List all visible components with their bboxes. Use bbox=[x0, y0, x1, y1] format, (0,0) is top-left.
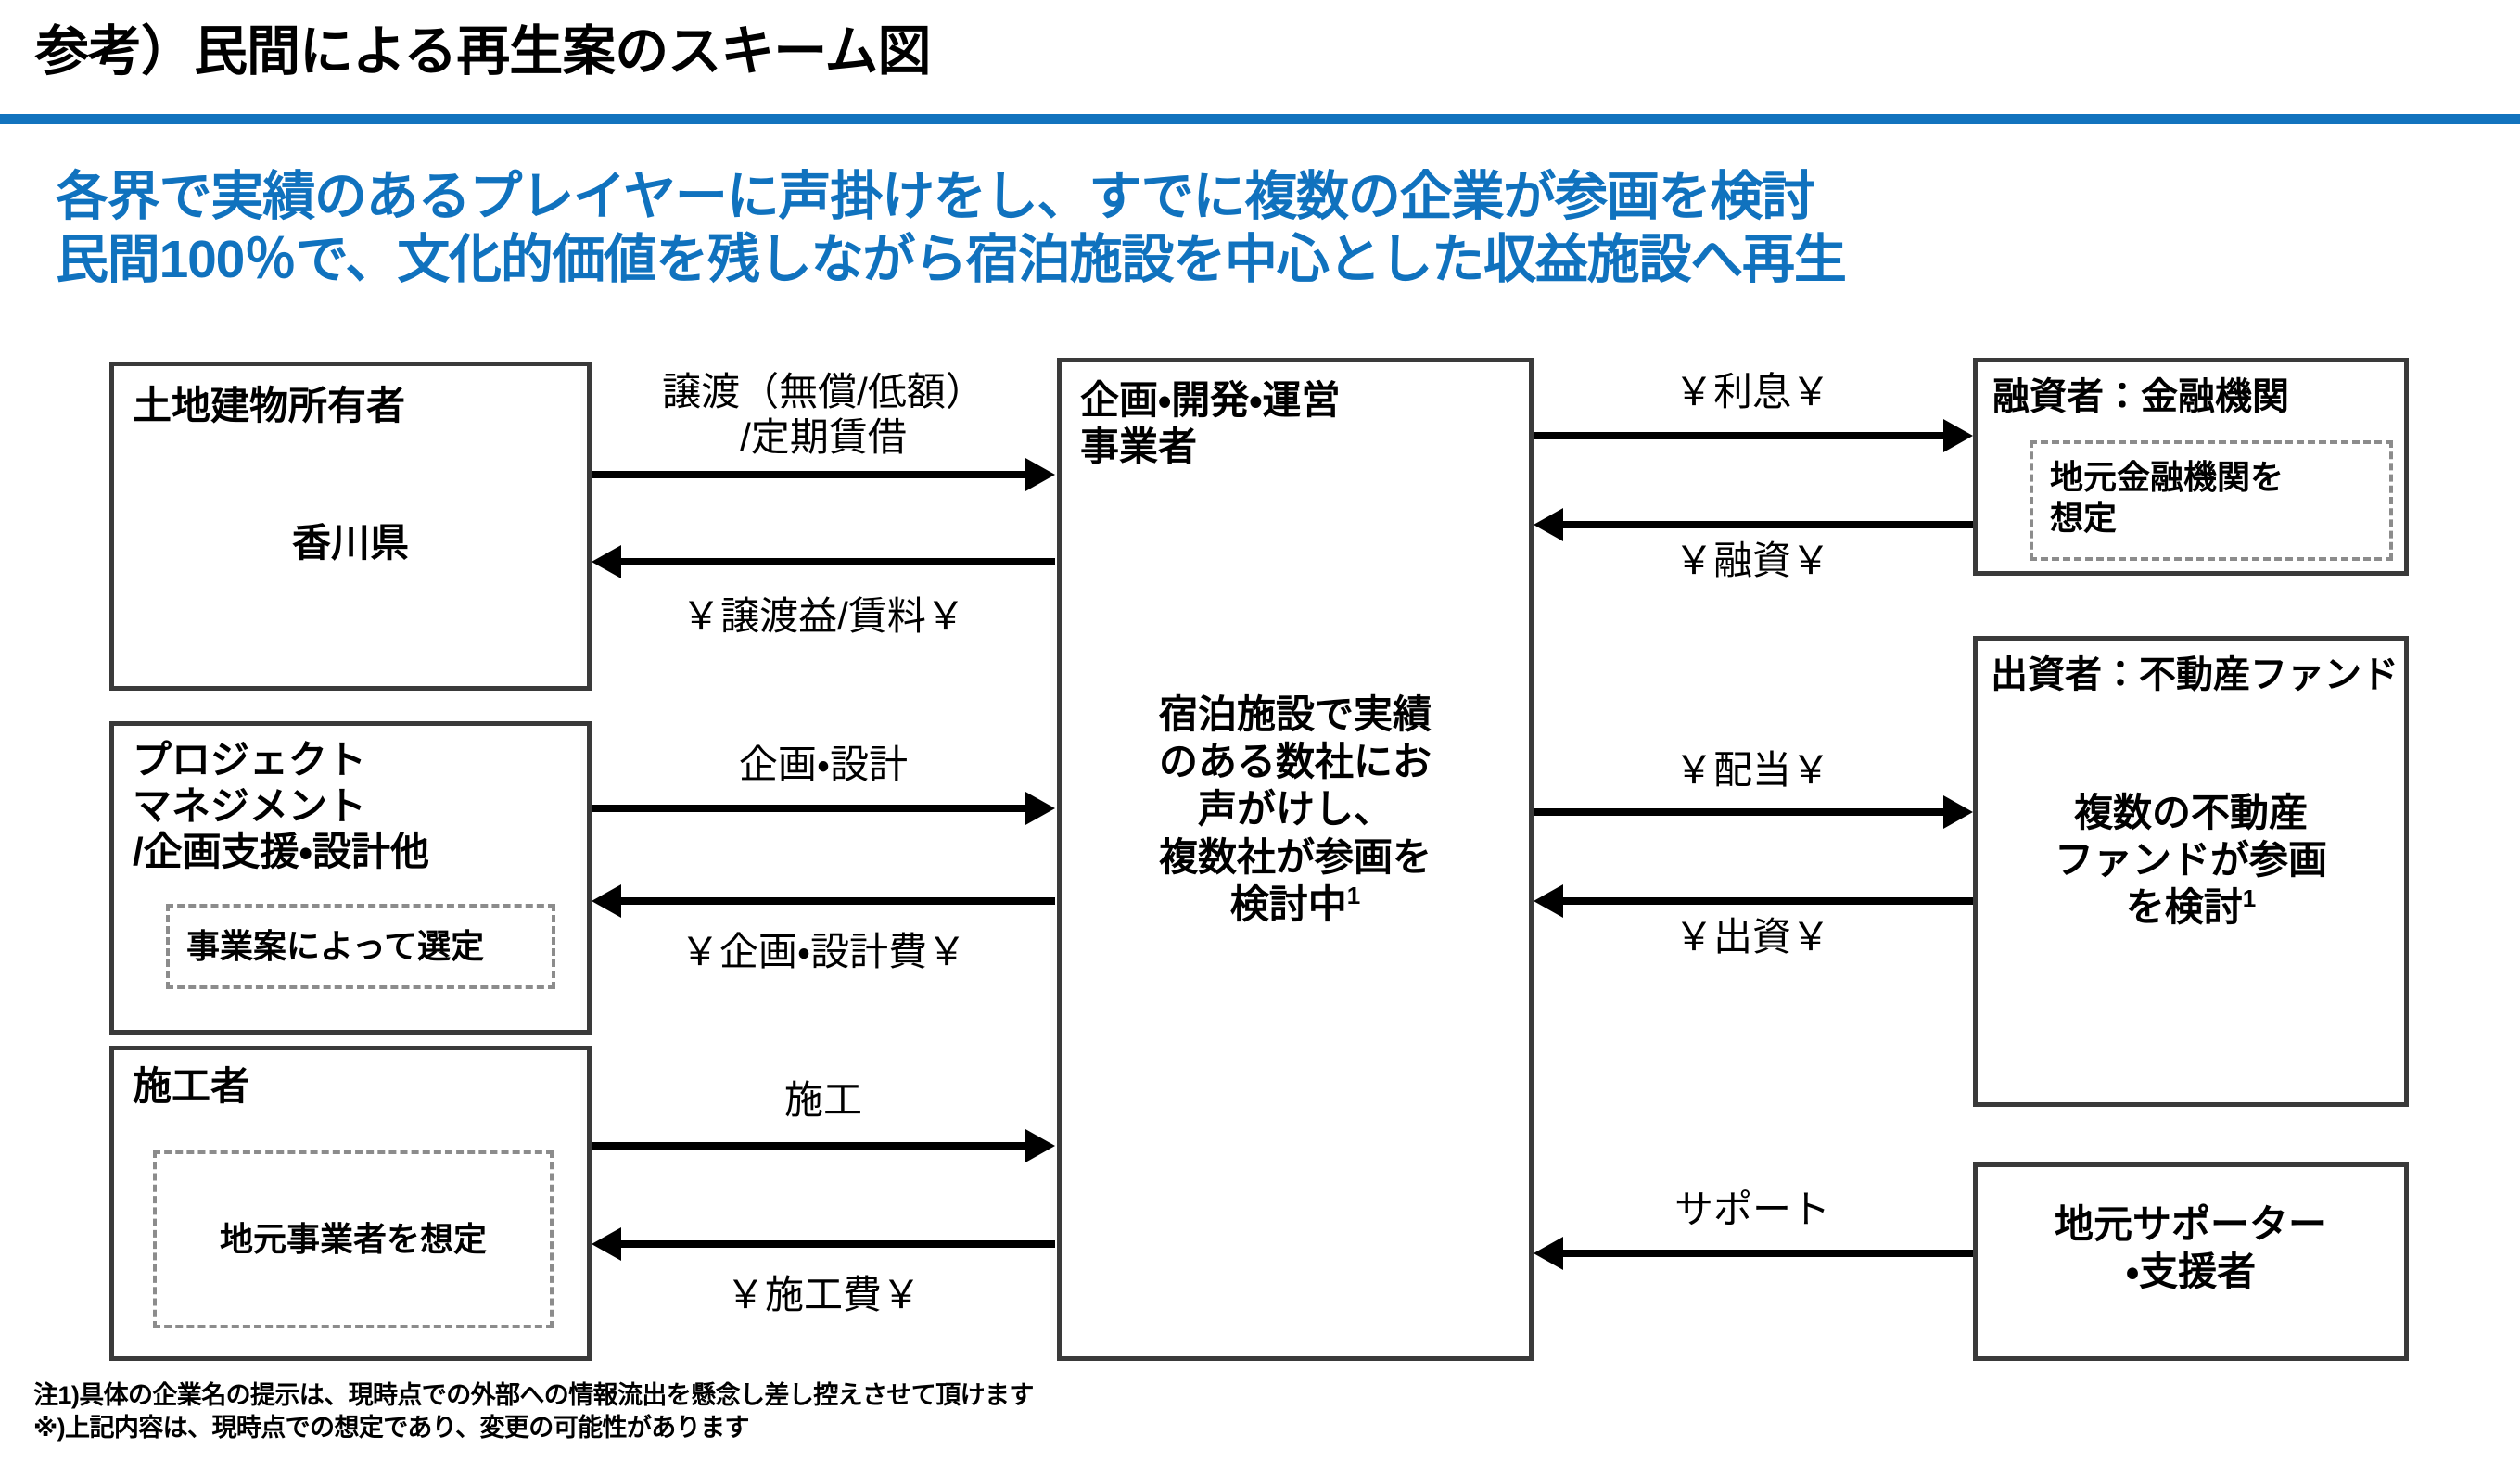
arrow-loan bbox=[1534, 508, 1973, 541]
arrow-design-in bbox=[592, 884, 1055, 918]
arrow-equity bbox=[1534, 884, 1973, 918]
subtitle-line-2: 民間100％で、文化的価値を残しながら宿泊施設を中心とした収益施設へ再生 bbox=[56, 230, 1847, 290]
operator-body-line-5: 検討中1 bbox=[1062, 881, 1529, 928]
arrow-construct-in bbox=[592, 1227, 1055, 1261]
operator-title-line-1: 企画・開発・運営 bbox=[1080, 378, 1341, 422]
label-construct-in: ￥施工費￥ bbox=[725, 1273, 921, 1316]
footnote-line-2: ※)上記内容は、現時点での想定であり、変更の可能性があります bbox=[33, 1414, 749, 1442]
label-transfer-out-line-1: 譲渡（無償/低額） bbox=[662, 370, 985, 413]
investor-footnote-marker: 1 bbox=[2242, 884, 2257, 913]
subtitle-line-1: 各界で実績のあるプレイヤーに声掛けをし、すでに複数の企業が参画を検討 bbox=[56, 167, 1814, 226]
box-constructor[interactable]: 施工者 地元事業者を想定 bbox=[109, 1046, 592, 1361]
box-project-management-note: 事業案によって選定 bbox=[166, 904, 555, 989]
box-lender-note: 地元金融機関を 想定 bbox=[2030, 440, 2393, 561]
investor-body-line-3-text: を検討 bbox=[2125, 885, 2243, 930]
arrow-transfer-in bbox=[592, 545, 1055, 578]
box-land-owner-title: 土地建物所有者 bbox=[133, 384, 406, 427]
box-land-owner-value: 香川県 bbox=[291, 521, 409, 565]
operator-footnote-marker: 1 bbox=[1346, 881, 1361, 909]
box-investor-title: 出資者：不動産ファンド bbox=[1991, 654, 2399, 695]
label-transfer-out: 譲渡（無償/低額） /定期賃借 bbox=[592, 369, 1055, 460]
page-title: 参考）民間による再生案のスキーム図 bbox=[35, 21, 932, 82]
box-operator-body: 宿泊施設で実績 のある数社にお 声がけし、 複数社が参画を 検討中1 bbox=[1062, 691, 1529, 928]
title-divider bbox=[0, 114, 2520, 124]
supporter-line-2: ・支援者 bbox=[2125, 1250, 2257, 1294]
box-project-management-title: プロジェクト マネジメント /企画支援・設計他 bbox=[133, 737, 429, 875]
arrow-dividend bbox=[1534, 795, 1973, 829]
label-transfer-out-line-2: /定期賃借 bbox=[740, 415, 907, 460]
box-operator-title: 企画・開発・運営 事業者 bbox=[1080, 377, 1341, 469]
lender-note-line-1: 地元金融機関を bbox=[2050, 458, 2285, 496]
label-design-out: 企画・設計 bbox=[738, 743, 909, 786]
label-design-in: ￥企画・設計費￥ bbox=[680, 930, 967, 973]
investor-body-line-3: を検討1 bbox=[1978, 883, 2404, 931]
footnote-line-1: 注1)具体の企業名の提示は、現時点での外部への情報流出を懸念し差し控えさせて頂け… bbox=[33, 1381, 1034, 1409]
operator-body-line-1: 宿泊施設で実績 bbox=[1158, 692, 1432, 736]
operator-title-line-2: 事業者 bbox=[1080, 424, 1198, 468]
arrow-support bbox=[1534, 1237, 1973, 1270]
footnotes: 注1)具体の企業名の提示は、現時点での外部への情報流出を懸念し差し控えさせて頂け… bbox=[33, 1379, 1034, 1444]
investor-body-line-1: 複数の不動産 bbox=[2073, 791, 2308, 834]
arrow-construct-out bbox=[592, 1129, 1055, 1162]
supporter-line-1: 地元サポーター bbox=[2054, 1202, 2327, 1246]
box-investor-body: 複数の不動産 ファンドが参画 を検討1 bbox=[1978, 789, 2404, 932]
box-land-owner[interactable]: 土地建物所有者 香川県 bbox=[109, 362, 592, 691]
operator-body-line-4: 複数社が参画を bbox=[1158, 834, 1432, 879]
pm-title-line-2: マネジメント bbox=[133, 783, 367, 828]
box-supporter[interactable]: 地元サポーター ・支援者 bbox=[1973, 1162, 2409, 1361]
label-transfer-in: ￥譲渡益/賃料￥ bbox=[681, 594, 965, 638]
box-supporter-body: 地元サポーター ・支援者 bbox=[1978, 1201, 2404, 1295]
label-construct-out: 施工 bbox=[783, 1078, 862, 1122]
pm-title-line-3: /企画支援・設計他 bbox=[133, 830, 429, 874]
label-support: サポート bbox=[1674, 1188, 1830, 1231]
box-lender[interactable]: 融資者：金融機関 地元金融機関を 想定 bbox=[1973, 358, 2409, 576]
operator-body-line-2: のある数社にお bbox=[1158, 740, 1432, 784]
arrow-design-out bbox=[592, 792, 1055, 825]
pm-title-line-1: プロジェクト bbox=[133, 738, 367, 781]
investor-body-line-2: ファンドが参画 bbox=[2054, 838, 2327, 883]
label-equity: ￥出資￥ bbox=[1674, 915, 1830, 959]
lender-note-line-2: 想定 bbox=[2050, 498, 2118, 537]
box-constructor-title: 施工者 bbox=[133, 1064, 250, 1108]
arrow-interest bbox=[1534, 419, 1973, 452]
box-project-management[interactable]: プロジェクト マネジメント /企画支援・設計他 事業案によって選定 bbox=[109, 721, 592, 1035]
label-loan: ￥融資￥ bbox=[1674, 539, 1830, 582]
arrow-transfer-out bbox=[592, 458, 1055, 491]
subtitle-block: 各界で実績のあるプレイヤーに声掛けをし、すでに複数の企業が参画を検討 民間100… bbox=[56, 165, 1847, 292]
operator-body-line-5-text: 検討中 bbox=[1229, 882, 1347, 926]
box-operator[interactable]: 企画・開発・運営 事業者 宿泊施設で実績 のある数社にお 声がけし、 複数社が参… bbox=[1057, 358, 1534, 1361]
label-interest: ￥利息￥ bbox=[1674, 370, 1830, 413]
box-lender-title: 融資者：金融機関 bbox=[1992, 376, 2289, 417]
operator-body-line-3: 声がけし、 bbox=[1197, 787, 1393, 832]
box-investor[interactable]: 出資者：不動産ファンド 複数の不動産 ファンドが参画 を検討1 bbox=[1973, 636, 2409, 1107]
box-constructor-note: 地元事業者を想定 bbox=[153, 1150, 554, 1328]
label-dividend: ￥配当￥ bbox=[1674, 748, 1830, 792]
